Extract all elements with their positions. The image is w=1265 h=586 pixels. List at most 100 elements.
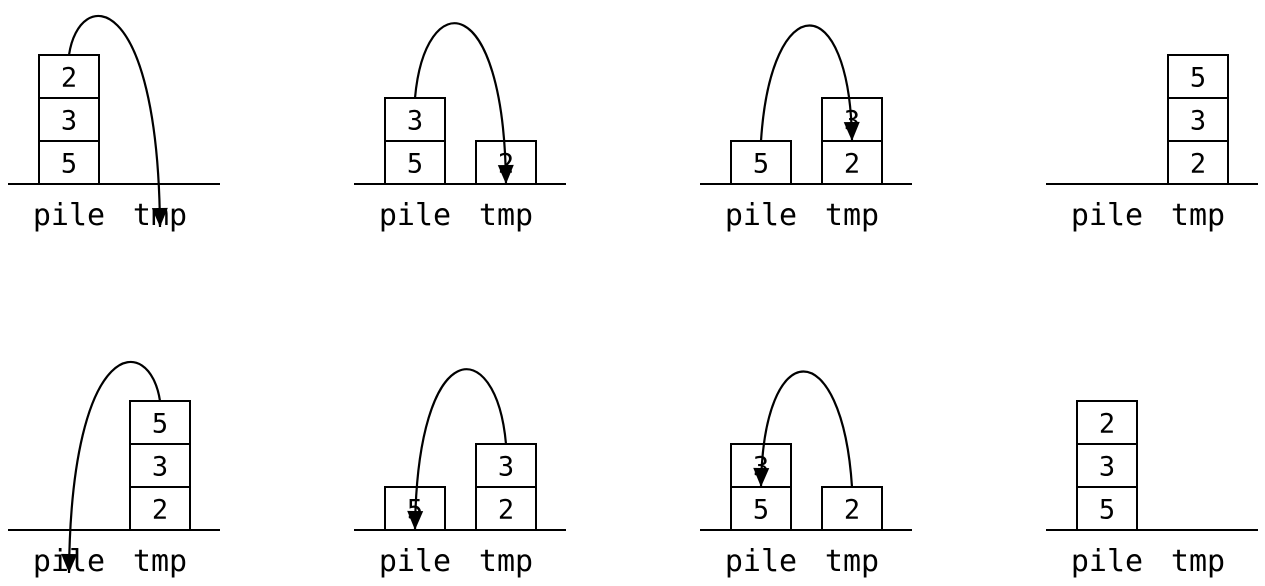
block-rect	[475, 443, 537, 488]
block-rect	[1076, 443, 1138, 488]
tmp-stack: 5 3 2	[129, 400, 191, 531]
stack-block: 5	[38, 140, 100, 185]
stack-block: 2	[1076, 400, 1138, 445]
arrow-curve	[67, 14, 162, 228]
block-value: 2	[844, 149, 860, 180]
block-rect	[38, 97, 100, 142]
block-value: 5	[407, 149, 423, 180]
pile-stack: 2 3 5	[38, 54, 100, 185]
block-rect	[821, 140, 883, 185]
stack-block: 3	[475, 443, 537, 488]
arrow-head	[843, 121, 860, 141]
arrow-curve	[67, 360, 162, 574]
pile-label: pile	[1071, 198, 1143, 233]
block-rect	[1167, 140, 1229, 185]
block-value: 2	[844, 495, 860, 526]
block-rect	[730, 140, 792, 185]
block-value: 2	[498, 495, 514, 526]
tmp-label: tmp	[133, 544, 187, 579]
block-value: 5	[753, 149, 769, 180]
move-arrow	[67, 14, 168, 228]
pile-label: pile	[725, 198, 797, 233]
stack-block: 2	[475, 486, 537, 531]
block-value: 2	[152, 495, 168, 526]
pile-label: pile	[33, 198, 105, 233]
stack-block: 2	[1167, 140, 1229, 185]
arrow-curve	[413, 22, 508, 185]
stack-block: 2	[821, 486, 883, 531]
stack-block: 5	[384, 140, 446, 185]
pile-stack: 35	[384, 97, 446, 185]
block-value: 3	[407, 106, 423, 137]
tmp-label: tmp	[825, 544, 879, 579]
arrow-head	[497, 164, 514, 184]
stack-block: 3	[129, 443, 191, 488]
block-value: 2	[1190, 149, 1206, 180]
arrow-head	[61, 553, 78, 573]
tmp-label: tmp	[479, 198, 533, 233]
tmp-label: tmp	[1171, 544, 1225, 579]
block-value: 5	[1099, 495, 1115, 526]
stack-block: 2	[821, 140, 883, 185]
arrow-curve	[413, 368, 508, 531]
panel-4: pile 5 3 2 tmp	[1046, 54, 1258, 233]
move-arrow	[759, 24, 860, 142]
block-rect	[38, 140, 100, 185]
arrow-head	[151, 207, 168, 227]
block-value: 2	[61, 63, 77, 94]
arrow-curve	[759, 24, 854, 142]
block-rect	[1076, 400, 1138, 445]
block-value: 3	[498, 452, 514, 483]
block-rect	[730, 486, 792, 531]
tmp-stack: 2	[821, 486, 883, 531]
stack-block: 3	[38, 97, 100, 142]
pile-label: pile	[379, 544, 451, 579]
block-rect	[384, 140, 446, 185]
pile-stack: 2 3 5	[1076, 400, 1138, 531]
stack-block: 5	[730, 140, 792, 185]
block-value: 3	[1099, 452, 1115, 483]
block-value: 3	[61, 106, 77, 137]
move-arrow	[413, 22, 514, 185]
panel-3: 5 pile 32 tmp	[700, 24, 912, 233]
tmp-stack: 32	[821, 97, 883, 185]
stack-block: 2	[129, 486, 191, 531]
stack-block: 5	[1167, 54, 1229, 99]
block-value: 3	[1190, 106, 1206, 137]
block-value: 5	[753, 495, 769, 526]
move-arrow	[61, 360, 162, 574]
pile-stack: 5	[730, 140, 792, 185]
stack-block: 5	[730, 486, 792, 531]
pile-label: pile	[379, 198, 451, 233]
stack-block: 5	[1076, 486, 1138, 531]
stack-block: 3	[384, 97, 446, 142]
tmp-label: tmp	[825, 198, 879, 233]
stack-block: 3	[1076, 443, 1138, 488]
tmp-label: tmp	[1171, 198, 1225, 233]
arrow-curve	[759, 370, 854, 488]
arrow-head	[753, 467, 770, 487]
block-value: 5	[61, 149, 77, 180]
block-value: 2	[1099, 409, 1115, 440]
block-rect	[475, 486, 537, 531]
tmp-stack: 32	[475, 443, 537, 531]
pile-label: pile	[725, 544, 797, 579]
move-arrow	[407, 368, 508, 531]
arrow-head	[407, 510, 424, 530]
move-arrow	[753, 370, 854, 488]
stack-block: 2	[38, 54, 100, 99]
tmp-stack: 5 3 2	[1167, 54, 1229, 185]
block-value: 3	[152, 452, 168, 483]
tmp-label: tmp	[479, 544, 533, 579]
stack-block: 3	[1167, 97, 1229, 142]
stack-block: 5	[129, 400, 191, 445]
block-rect	[1076, 486, 1138, 531]
block-rect	[129, 486, 191, 531]
